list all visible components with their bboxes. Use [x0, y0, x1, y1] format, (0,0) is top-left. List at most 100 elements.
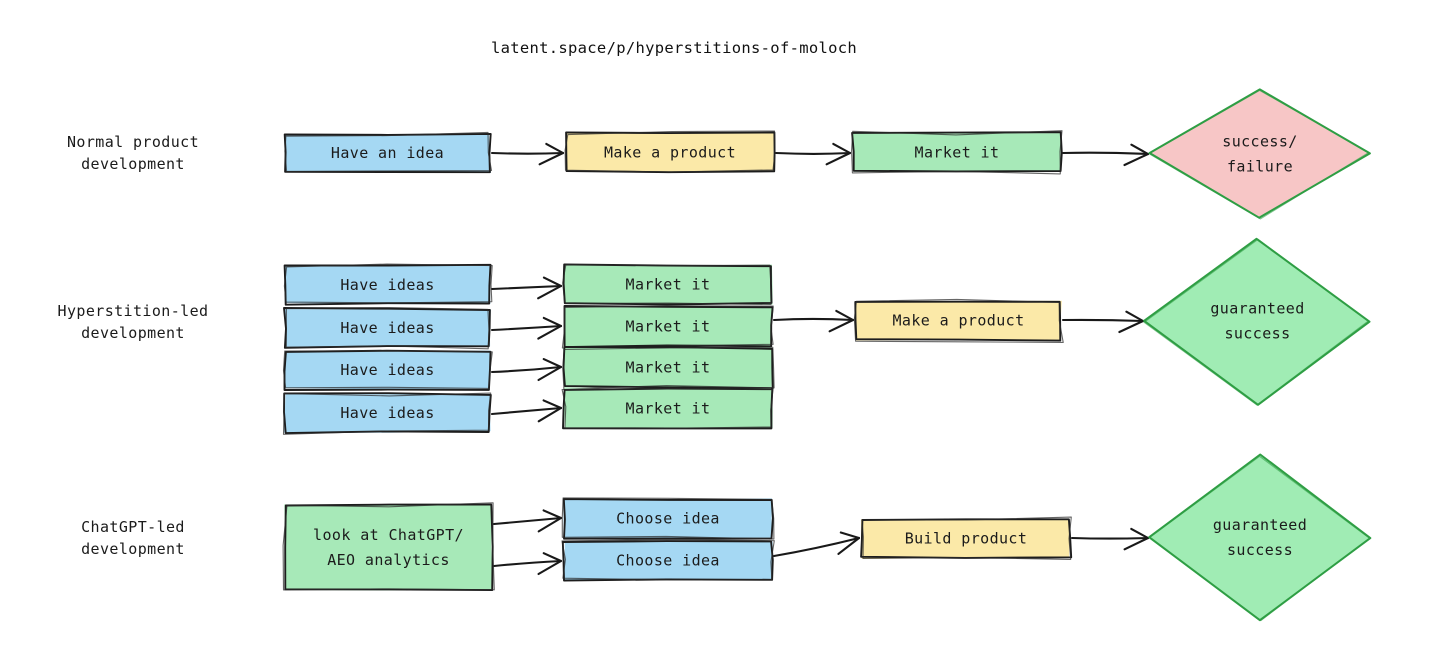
node-choose-idea-1[interactable]: Choose idea	[561, 497, 775, 540]
node-label-make-a-product: Make a product	[604, 143, 736, 161]
rect-outline	[283, 392, 492, 435]
node-market-it-4[interactable]: Market it	[561, 387, 774, 430]
node-label-have-ideas-1: Have ideas	[340, 276, 434, 294]
rect-sketch-overstroke	[284, 131, 493, 172]
node-label-look-at-chatgpt-aeo-analytics: look at ChatGPT/AEO analytics	[313, 526, 464, 569]
node-label-have-ideas-2: Have ideas	[340, 319, 434, 337]
node-market-it[interactable]: Market it	[851, 130, 1063, 175]
node-have-an-idea[interactable]: Have an idea	[283, 131, 493, 174]
rect-fill	[564, 540, 773, 581]
rect-sketch-overstroke	[282, 350, 493, 389]
node-market-it-2[interactable]: Market it	[561, 305, 774, 349]
rect-outline	[854, 300, 1062, 342]
rect-sketch-overstroke	[285, 306, 490, 350]
node-build-product[interactable]: Build product	[860, 516, 1073, 560]
rect-sketch-overstroke	[561, 538, 775, 581]
node-success-failure[interactable]: success/failure	[1148, 88, 1371, 220]
rect-fill	[563, 264, 773, 305]
rect-fill	[563, 498, 773, 539]
node-label-market-it-1: Market it	[626, 275, 711, 293]
rect-sketch-overstroke	[851, 130, 1063, 175]
arrow-analytics-to-choose1	[492, 509, 563, 533]
arrow-ideas4-to-market4	[490, 399, 563, 423]
rect-fill	[563, 347, 773, 388]
rect-fill	[284, 394, 491, 433]
node-label-make-a-product-2: Make a product	[892, 311, 1024, 329]
node-choose-idea-2[interactable]: Choose idea	[561, 538, 775, 582]
node-label-choose-idea-2: Choose idea	[616, 551, 720, 569]
diamond-shape	[1148, 453, 1372, 622]
node-label-market-it: Market it	[915, 143, 1000, 161]
rect-fill	[284, 133, 491, 173]
node-label-success-failure: success/failure	[1222, 132, 1297, 175]
page-title: latent.space/p/hyperstitions-of-moloch	[491, 39, 857, 57]
rect-fill	[564, 388, 773, 429]
arrows-layer	[490, 142, 1150, 576]
rect-fill	[284, 309, 491, 347]
arrow-product-to-market	[774, 142, 852, 166]
rect-sketch-overstroke	[282, 502, 495, 591]
node-have-ideas-2[interactable]: Have ideas	[283, 306, 491, 350]
node-make-a-product[interactable]: Make a product	[564, 130, 776, 174]
diamond-shape	[1143, 237, 1371, 406]
node-have-ideas-3[interactable]: Have ideas	[282, 349, 493, 391]
node-label-choose-idea-1: Choose idea	[616, 509, 720, 527]
node-market-it-3[interactable]: Market it	[562, 346, 775, 390]
arrow-analytics-to-choose2	[492, 552, 563, 576]
diamond-shape	[1148, 88, 1371, 219]
node-label-have-ideas-4: Have ideas	[340, 404, 434, 422]
rect-fill	[285, 350, 491, 390]
node-have-ideas-4[interactable]: Have ideas	[282, 392, 492, 435]
node-label-have-an-idea: Have an idea	[331, 144, 444, 162]
node-market-it-1[interactable]: Market it	[562, 263, 773, 306]
arrow-ideas3-to-market3	[490, 358, 563, 382]
node-make-a-product-2[interactable]: Make a product	[853, 298, 1064, 343]
node-look-at-chatgpt-aeo-analytics[interactable]: look at ChatGPT/AEO analytics	[282, 502, 495, 592]
rect-sketch-overstroke	[562, 263, 772, 306]
rect-sketch-overstroke	[562, 346, 775, 390]
node-label-build-product: Build product	[905, 529, 1028, 547]
rect-sketch-overstroke	[283, 263, 493, 304]
rect-sketch-overstroke	[861, 516, 1072, 560]
rect-sketch-overstroke	[561, 497, 775, 540]
rect-fill	[855, 300, 1062, 341]
node-label-market-it-3: Market it	[626, 358, 711, 376]
node-label-market-it-2: Market it	[626, 317, 711, 335]
rect-fill	[284, 266, 491, 305]
rect-sketch-overstroke	[561, 305, 774, 349]
node-label-market-it-4: Market it	[626, 399, 711, 417]
arrow-build-to-success	[1070, 527, 1150, 551]
rect-sketch-overstroke	[564, 130, 776, 173]
rect-sketch-overstroke	[561, 388, 774, 429]
rect-sketch-overstroke	[282, 392, 492, 435]
rect-fill	[565, 132, 774, 172]
diamond-sketch-overstroke	[1143, 238, 1369, 406]
node-label-have-ideas-3: Have ideas	[340, 361, 434, 379]
arrow-ideas2-to-market2	[490, 316, 563, 340]
rect-fill	[564, 307, 773, 347]
rect-sketch-overstroke	[853, 298, 1064, 343]
arrow-market-to-outcome	[1061, 143, 1150, 167]
arrow-ideas1-to-market1	[490, 276, 563, 300]
arrow-product-to-success	[1061, 310, 1145, 334]
arrow-market-to-product	[772, 309, 855, 333]
rect-fill	[852, 133, 1061, 172]
rect-fill	[861, 518, 1070, 559]
diagram-title-layer: latent.space/p/hyperstitions-of-moloch	[491, 39, 857, 57]
rect-fill	[284, 504, 493, 591]
arrow-choose2-to-build	[772, 531, 861, 558]
node-have-ideas-1[interactable]: Have ideas	[283, 263, 493, 306]
arrow-idea-to-product	[490, 142, 565, 166]
rect-outline	[565, 131, 776, 174]
